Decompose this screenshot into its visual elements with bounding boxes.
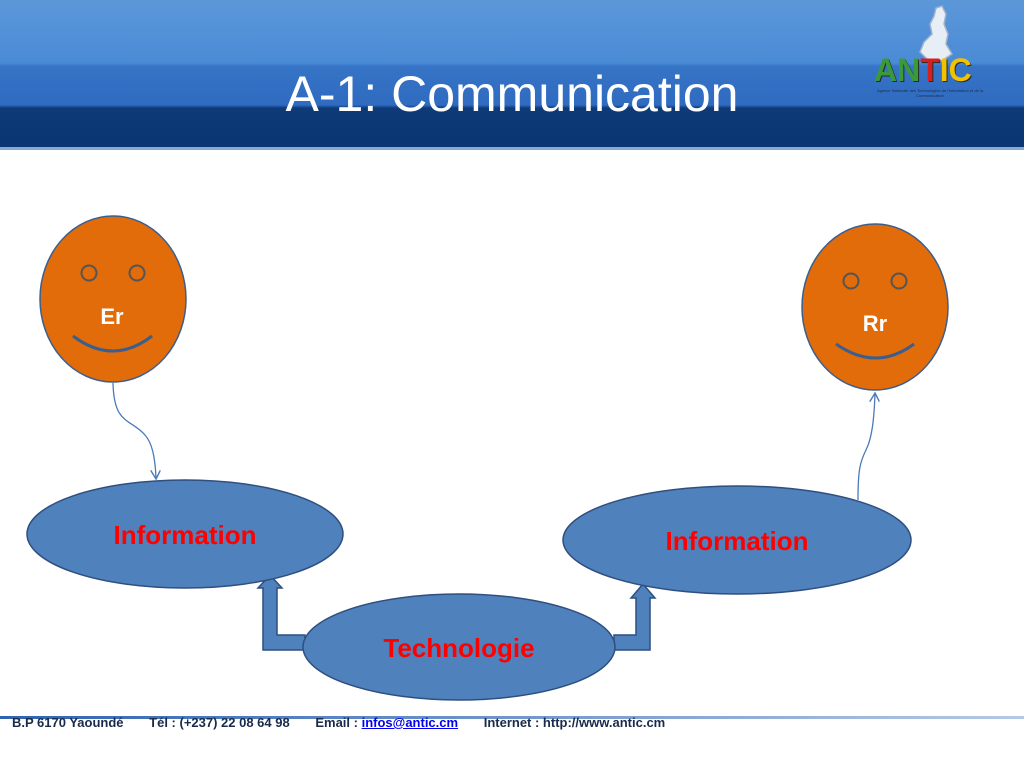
- face-circle: [39, 215, 187, 383]
- information-right-label: Information: [666, 526, 809, 556]
- cameroon-map-icon: [919, 5, 954, 63]
- logo-letter: T: [920, 52, 940, 88]
- left-eye-icon: [842, 272, 860, 290]
- footer-email-link[interactable]: infos@antic.cm: [361, 715, 459, 730]
- emitter-label: Er: [100, 304, 124, 329]
- footer-address: B.P 6170 Yaoundé: [12, 715, 124, 730]
- logo-letter: N: [897, 52, 921, 88]
- right-eye-icon: [890, 272, 908, 290]
- smile-icon: [72, 334, 153, 353]
- footer-email-label: Email :: [315, 715, 358, 730]
- footer-divider: [0, 716, 1024, 719]
- logo-letter: I: [939, 52, 949, 88]
- communication-diagram: Er Rr Information Information Technologi…: [26, 215, 949, 701]
- emitter-connector: [112, 382, 156, 478]
- technology-ellipse: Technologie: [302, 593, 616, 701]
- left-eye-icon: [80, 264, 98, 282]
- antic-logo: ANTIC Agence Nationale des Technologies …: [862, 4, 990, 110]
- footer: B.P 6170 Yaoundé Tél : (+237) 22 08 64 9…: [12, 715, 665, 730]
- logo-letter: A: [874, 52, 898, 88]
- logo-subtitle: Agence Nationale des Technologies de l'I…: [876, 88, 984, 98]
- smile-icon: [835, 342, 915, 360]
- arrow-to-left-information: [256, 573, 306, 651]
- receiver-face: Rr: [801, 223, 949, 391]
- logo-letter: C: [948, 52, 972, 88]
- face-circle: [801, 223, 949, 391]
- logo-wordmark: ANTIC: [874, 52, 972, 89]
- title-bar: [0, 0, 1024, 150]
- technology-label: Technologie: [383, 633, 534, 663]
- footer-internet: Internet : http://www.antic.cm: [483, 715, 666, 730]
- information-left-ellipse: Information: [26, 479, 344, 589]
- right-eye-icon: [128, 264, 146, 282]
- slide-title: A-1: Communication: [285, 66, 739, 122]
- emitter-face: Er: [39, 215, 187, 383]
- arrow-to-right-information: [613, 582, 657, 651]
- information-right-ellipse: Information: [562, 485, 912, 595]
- footer-phone: Tél : (+237) 22 08 64 98: [149, 715, 290, 730]
- receiver-connector: [857, 394, 875, 501]
- information-left-label: Information: [114, 520, 257, 550]
- receiver-label: Rr: [863, 311, 888, 336]
